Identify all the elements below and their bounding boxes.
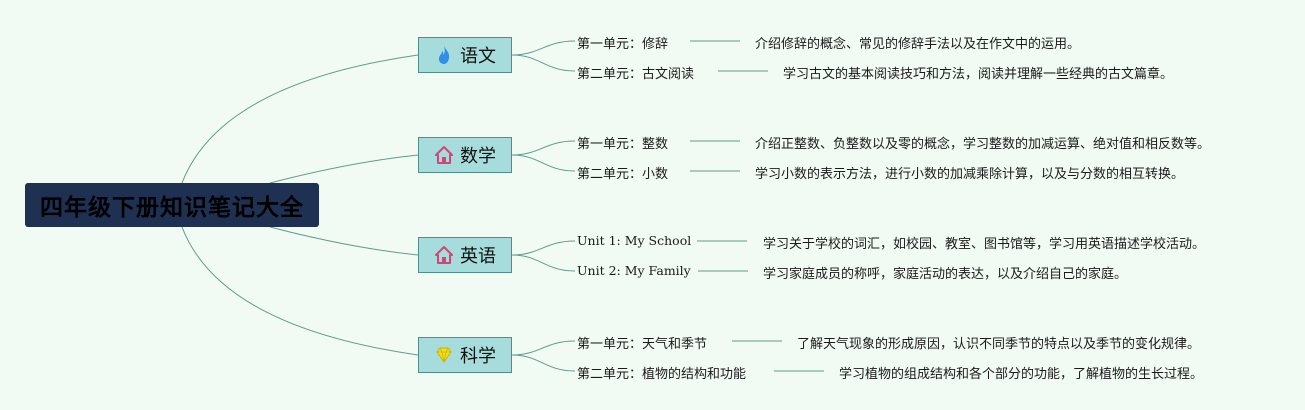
unit-description: 介绍正整数、负整数以及零的概念，学习整数的加减运算、绝对值和相反数等。 [755,137,1211,152]
house-icon [435,146,453,164]
house-icon [435,246,453,264]
unit-description: 学习关于学校的词汇，如校园、教室、图书馆等，学习用英语描述学校活动。 [763,237,1206,252]
subject-node-yuwen[interactable]: 语文 [418,37,512,73]
unit-label[interactable]: 第二单元：小数 [577,167,669,182]
connector-root-kexue [181,226,419,356]
unit-description: 了解天气现象的形成原因，认识不同季节的特点以及季节的变化规律。 [797,337,1201,352]
subject-label: 英语 [460,246,496,267]
unit-label[interactable]: 第二单元：植物的结构和功能 [577,367,747,382]
connector-root-yingyu [269,226,419,256]
unit-description: 学习植物的组成结构和各个部分的功能，了解植物的生长过程。 [839,367,1204,382]
subject-node-kexue[interactable]: 科学 [418,337,512,373]
subject-node-yingyu[interactable]: 英语 [418,237,512,273]
subject-label: 科学 [460,346,496,367]
unit-label[interactable]: 第一单元：天气和季节 [577,337,708,352]
unit-label[interactable]: 第一单元：修辞 [577,37,669,52]
subject-label: 语文 [460,46,496,67]
subject-node-shuxue[interactable]: 数学 [418,137,512,173]
unit-label[interactable]: Unit 1: My School [577,233,692,248]
root-topic[interactable]: 四年级下册知识笔记大全 [25,183,319,227]
unit-description: 介绍修辞的概念、常见的修辞手法以及在作文中的运用。 [755,37,1081,52]
connector-root-yuwen [181,54,419,184]
connector-root-shuxue [269,154,419,184]
unit-description: 学习古文的基本阅读技巧和方法，阅读并理解一些经典的古文篇章。 [783,67,1174,82]
root-title: 四年级下册知识笔记大全 [40,195,304,221]
fire-icon [438,46,450,64]
unit-label[interactable]: Unit 2: My Family [577,263,691,278]
unit-description: 学习家庭成员的称呼，家庭活动的表达，以及介绍自己的家庭。 [763,267,1128,282]
unit-label[interactable]: 第一单元：整数 [577,137,669,152]
subject-label: 数学 [460,146,496,167]
unit-label[interactable]: 第二单元：古文阅读 [577,67,695,82]
diamond-icon [436,347,452,363]
unit-description: 学习小数的表示方法，进行小数的加减乘除计算，以及与分数的相互转换。 [755,167,1185,182]
